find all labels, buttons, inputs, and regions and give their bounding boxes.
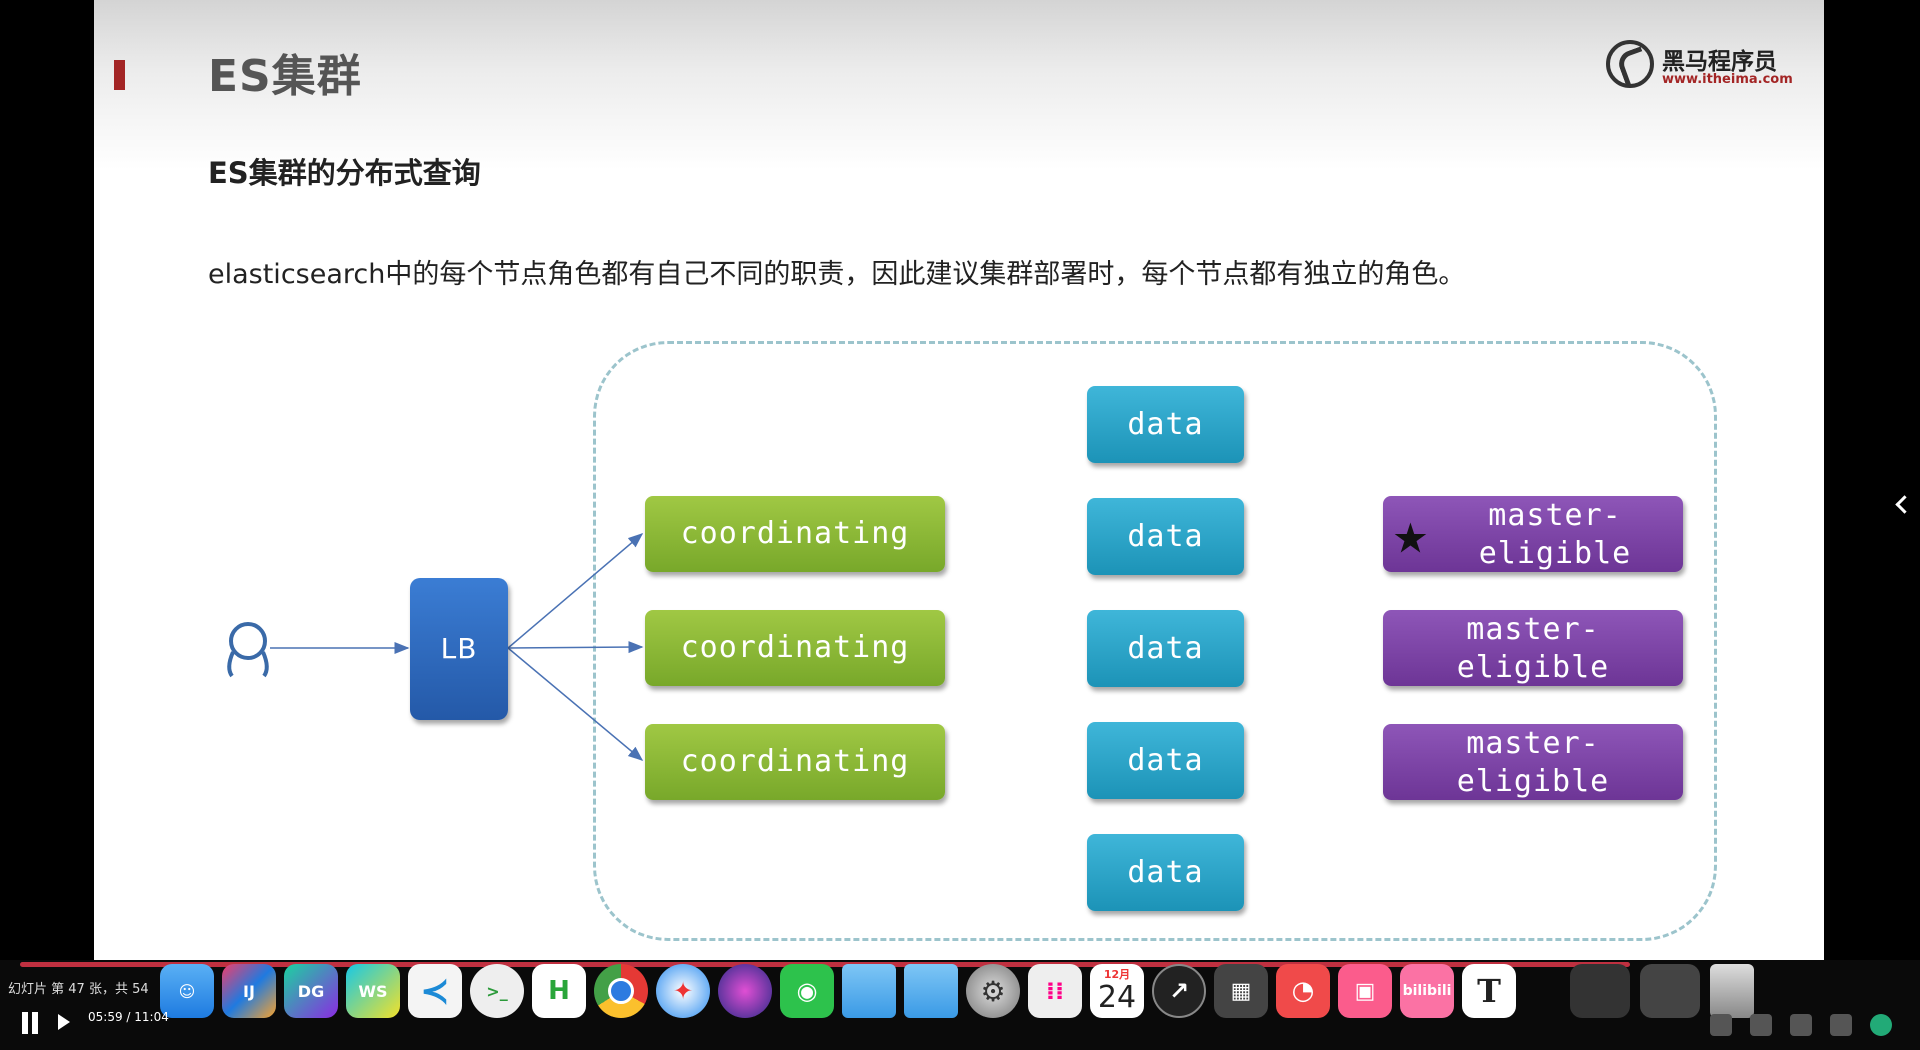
master-eligible-node-elected: ★ master- eligible — [1383, 496, 1683, 572]
star-icon: ★ — [1393, 499, 1429, 567]
hbuilder-icon[interactable]: H — [532, 964, 586, 1018]
slide-counter: 幻灯片 第 47 张，共 54 — [8, 982, 149, 997]
data-node: data — [1087, 498, 1244, 575]
launchpad-icon[interactable]: ⁞⁞ — [1028, 964, 1082, 1018]
lb-to-coord-1-arrow — [507, 533, 644, 649]
volume-icon[interactable] — [1750, 1014, 1772, 1036]
clock-icon[interactable]: ↗ — [1152, 964, 1206, 1018]
netease-music-icon[interactable]: ◔ — [1276, 964, 1330, 1018]
datagrip-icon[interactable]: DG — [284, 964, 338, 1018]
siri-icon[interactable] — [718, 964, 772, 1018]
wechat-icon[interactable]: ◉ — [780, 964, 834, 1018]
master-eligible-node: master- eligible — [1383, 610, 1683, 686]
coordinating-node: coordinating — [645, 610, 945, 686]
system-preferences-icon[interactable]: ⚙ — [966, 964, 1020, 1018]
title-accent-bar — [114, 60, 125, 90]
data-node: data — [1087, 722, 1244, 799]
chrome-icon[interactable] — [594, 964, 648, 1018]
bilibili-icon[interactable]: bilibili — [1400, 964, 1454, 1018]
calendar-month: 12月 — [1103, 968, 1131, 981]
data-node: data — [1087, 610, 1244, 687]
calculator-icon[interactable]: ▦ — [1214, 964, 1268, 1018]
folder-icon[interactable] — [904, 964, 958, 1018]
pause-icon[interactable] — [20, 1012, 40, 1034]
logo-text: 黑马程序员 — [1662, 49, 1777, 75]
intellij-idea-icon[interactable]: IJ — [222, 964, 276, 1018]
data-node: data — [1087, 834, 1244, 911]
minimized-window-icon[interactable] — [1640, 964, 1700, 1018]
chevron-left-icon[interactable] — [1895, 495, 1914, 514]
load-balancer-node: LB — [410, 578, 508, 720]
fullscreen-icon[interactable] — [1830, 1014, 1852, 1036]
connection-arrows — [227, 533, 644, 761]
ticket-app-icon[interactable]: ▣ — [1338, 964, 1392, 1018]
folder-icon[interactable] — [842, 964, 896, 1018]
lb-to-coord-2-arrow — [507, 641, 644, 654]
data-node: data — [1087, 386, 1244, 463]
master-eligible-node: master- eligible — [1383, 724, 1683, 800]
logo-mark-icon — [1606, 40, 1654, 88]
typora-icon[interactable]: T — [1462, 964, 1516, 1018]
slide-title: ES集群 — [208, 51, 362, 102]
webstorm-icon[interactable]: WS — [346, 964, 400, 1018]
finder-icon[interactable]: ☺ — [160, 964, 214, 1018]
cluster-boundary — [593, 341, 1717, 941]
calendar-day: 24 — [1097, 980, 1137, 1015]
cluster-diagram: LB coordinating coordinating coordinatin… — [94, 0, 1824, 966]
playback-time: 05:59 / 11:04 — [88, 1010, 169, 1024]
slide-subtitle: ES集群的分布式查询 — [208, 156, 481, 190]
status-indicator-icon — [1870, 1014, 1892, 1036]
coordinating-node: coordinating — [645, 496, 945, 572]
settings-icon[interactable] — [1790, 1014, 1812, 1036]
vscode-icon[interactable]: ≺ — [408, 964, 462, 1018]
itheima-logo: 黑马程序员 www.itheima.com — [1606, 36, 1796, 94]
lb-to-coord-3-arrow — [507, 647, 644, 761]
video-player-controls: 05:59 / 11:04 — [0, 1000, 200, 1050]
master-eligible-label: master- eligible — [1478, 498, 1632, 571]
minimized-window-icon[interactable] — [1570, 964, 1630, 1018]
presentation-slide: ES集群 黑马程序员 www.itheima.com ES集群的分布式查询 el… — [94, 0, 1824, 966]
calendar-icon[interactable]: 12月 24 — [1090, 964, 1144, 1018]
subtitle-icon[interactable] — [1710, 1014, 1732, 1036]
mac-dock: ☺ IJ DG WS ≺ >_ H ✦ ◉ ⚙ ⁞⁞ 12月 24 ↗ ▦ ◔ … — [150, 962, 1920, 1022]
coordinating-node: coordinating — [645, 724, 945, 800]
user-icon — [227, 622, 269, 678]
logo-url: www.itheima.com — [1662, 72, 1793, 87]
system-tray — [1560, 1008, 1920, 1048]
trash-icon[interactable] — [1710, 964, 1754, 1018]
play-next-icon[interactable] — [58, 1014, 70, 1030]
safari-icon[interactable]: ✦ — [656, 964, 710, 1018]
messages-bubble-icon[interactable]: >_ — [470, 964, 524, 1018]
slide-description: elasticsearch中的每个节点角色都有自己不同的职责，因此建议集群部署时… — [208, 259, 1466, 290]
